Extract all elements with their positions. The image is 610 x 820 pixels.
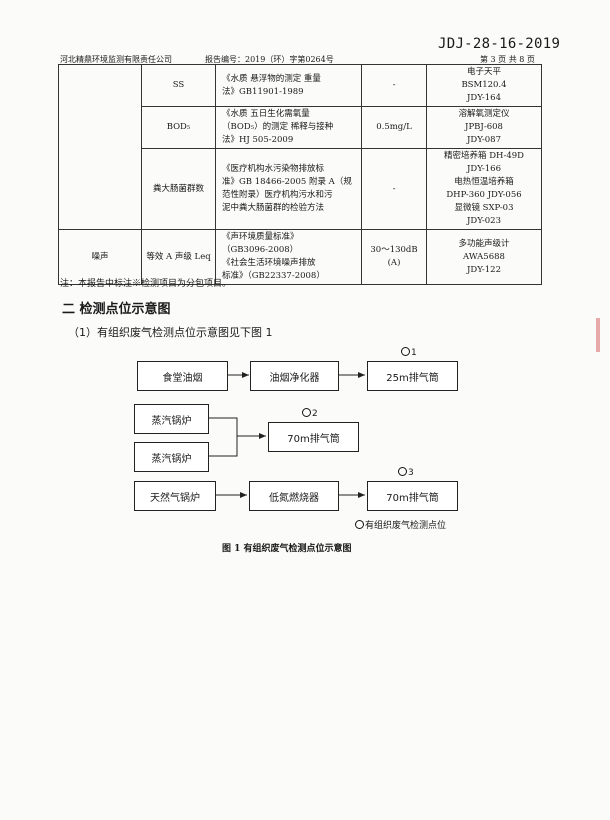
instrument-line: 显微镜 SXP-03 bbox=[454, 203, 514, 213]
figure-caption: 图 1 有组织废气检测点位示意图 bbox=[222, 544, 352, 554]
category-cell: 噪声 bbox=[58, 229, 142, 285]
method-line: 范性附录）医疗机构污水和污 bbox=[222, 190, 333, 200]
table-row: SS 《水质 悬浮物的测定 重量 法》GB11901-1989 - 电子天平 B… bbox=[58, 64, 542, 230]
monitoring-point-3: 3 bbox=[398, 467, 414, 478]
instrument-line: JDY-164 bbox=[467, 93, 501, 103]
monitoring-point-1: 1 bbox=[401, 347, 417, 358]
instrument-line: 溶解氧测定仪 bbox=[458, 109, 510, 119]
instrument-line: DHP-360 JDY-056 bbox=[446, 190, 522, 200]
limit-cell: - bbox=[361, 148, 427, 230]
monitoring-point-icon bbox=[355, 520, 364, 529]
item-cell: SS bbox=[141, 64, 216, 107]
instrument-line: JPBJ-608 bbox=[465, 122, 503, 132]
gas-boiler-box: 天然气锅炉 bbox=[134, 481, 216, 511]
monitoring-point-icon bbox=[401, 347, 410, 356]
page-number: 第 3 页 共 8 页 bbox=[480, 55, 535, 64]
method-line: 《水质 悬浮物的测定 重量 bbox=[222, 73, 321, 84]
instrument-line: 电热恒温培养箱 bbox=[454, 177, 514, 187]
instrument-line: BSM120.4 bbox=[461, 80, 507, 90]
method-line: 《社会生活环境噪声排放 bbox=[222, 258, 316, 268]
steam-boiler-box-2: 蒸汽锅炉 bbox=[134, 442, 209, 472]
company-name: 河北精鼎环境监测有限责任公司 bbox=[60, 55, 172, 64]
document-code: JDJ-28-16-2019 bbox=[438, 36, 561, 52]
low-nox-burner-box: 低氮燃烧器 bbox=[249, 481, 339, 511]
instrument-line: AWA5688 bbox=[463, 251, 505, 262]
instrument-line: 电子天平 bbox=[466, 67, 501, 77]
stack-25m-box: 25m排气筒 bbox=[367, 361, 458, 391]
fume-purifier-box: 油烟净化器 bbox=[250, 361, 339, 391]
method-line: 《水质 五日生化需氧量 bbox=[222, 109, 310, 119]
instrument-line: 精密培养箱 DH-49D bbox=[444, 151, 524, 161]
method-cell: 《医疗机构水污染物排放标 准》GB 18466-2005 附录 A（规 范性附录… bbox=[215, 148, 362, 230]
item-cell: 等效 A 声级 Leq bbox=[141, 229, 216, 285]
diagram-legend: 有组织废气检测点位 bbox=[355, 518, 446, 531]
instrument-line: JDY-087 bbox=[467, 135, 501, 145]
method-line: 法》GB11901-1989 bbox=[222, 86, 304, 97]
instrument-line: JDY-023 bbox=[467, 216, 501, 226]
report-number: 报告编号：2019（环）字第0264号 bbox=[205, 55, 334, 64]
method-line: 法》HJ 505-2009 bbox=[222, 135, 294, 145]
category-cell bbox=[58, 64, 142, 230]
steam-boiler-box-1: 蒸汽锅炉 bbox=[134, 404, 209, 434]
scan-margin-mark bbox=[596, 318, 600, 352]
item-cell: BOD₅ bbox=[141, 106, 216, 149]
monitoring-point-2: 2 bbox=[302, 408, 318, 419]
stack-70m-box-a: 70m排气筒 bbox=[268, 422, 359, 452]
table-note: 注：本报告中标注※检测项目为分包项目。 bbox=[60, 279, 232, 289]
instrument-line: JDY-166 bbox=[467, 164, 501, 174]
method-line: 《声环境质量标准》 bbox=[222, 232, 299, 242]
table-row: BOD₅ 《水质 五日生化需氧量 （BOD₅）的测定 稀释与接种 法》HJ 50… bbox=[59, 106, 542, 149]
method-line: 《医疗机构水污染物排放标 bbox=[222, 164, 325, 174]
table-row: 粪大肠菌群数 《医疗机构水污染物排放标 准》GB 18466-2005 附录 A… bbox=[59, 148, 542, 230]
method-line: 标准》（GB22337-2008） bbox=[222, 271, 325, 281]
method-line: （GB3096-2008） bbox=[222, 245, 299, 255]
method-cell: 《水质 五日生化需氧量 （BOD₅）的测定 稀释与接种 法》HJ 505-200… bbox=[215, 106, 362, 149]
monitoring-point-icon bbox=[302, 408, 311, 417]
instrument-line: JDY-122 bbox=[467, 264, 501, 275]
stack-70m-box-b: 70m排气筒 bbox=[367, 481, 458, 511]
instrument-line: 多功能声级计 bbox=[458, 238, 510, 249]
monitoring-point-icon bbox=[398, 467, 407, 476]
method-line: （BOD₅）的测定 稀释与接种 bbox=[222, 122, 334, 132]
point-number: 1 bbox=[411, 348, 417, 358]
method-table: SS 《水质 悬浮物的测定 重量 法》GB11901-1989 - 电子天平 B… bbox=[58, 64, 542, 285]
instrument-cell: 电子天平 BSM120.4 JDY-164 bbox=[426, 64, 542, 107]
legend-label: 有组织废气检测点位 bbox=[365, 521, 447, 531]
method-line: 准》GB 18466-2005 附录 A（规 bbox=[222, 177, 352, 187]
point-number: 3 bbox=[408, 468, 414, 478]
subsection-title: （1）有组织废气检测点位示意图见下图 1 bbox=[68, 326, 273, 339]
section-title: 二 检测点位示意图 bbox=[62, 302, 171, 317]
table-row: 噪声 等效 A 声级 Leq 《声环境质量标准》 （GB3096-2008） 《… bbox=[58, 229, 542, 285]
instrument-cell: 多功能声级计 AWA5688 JDY-122 bbox=[426, 229, 542, 285]
point-number: 2 bbox=[312, 409, 318, 419]
method-line: 泥中粪大肠菌群的检验方法 bbox=[222, 203, 325, 213]
limit-cell: 30～130dB(A) bbox=[361, 229, 427, 285]
method-cell: 《声环境质量标准》 （GB3096-2008） 《社会生活环境噪声排放 标准》（… bbox=[215, 229, 362, 285]
instrument-cell: 溶解氧测定仪 JPBJ-608 JDY-087 bbox=[426, 106, 542, 149]
instrument-cell: 精密培养箱 DH-49D JDY-166 电热恒温培养箱 DHP-360 JDY… bbox=[426, 148, 542, 230]
canteen-fume-box: 食堂油烟 bbox=[137, 361, 228, 391]
